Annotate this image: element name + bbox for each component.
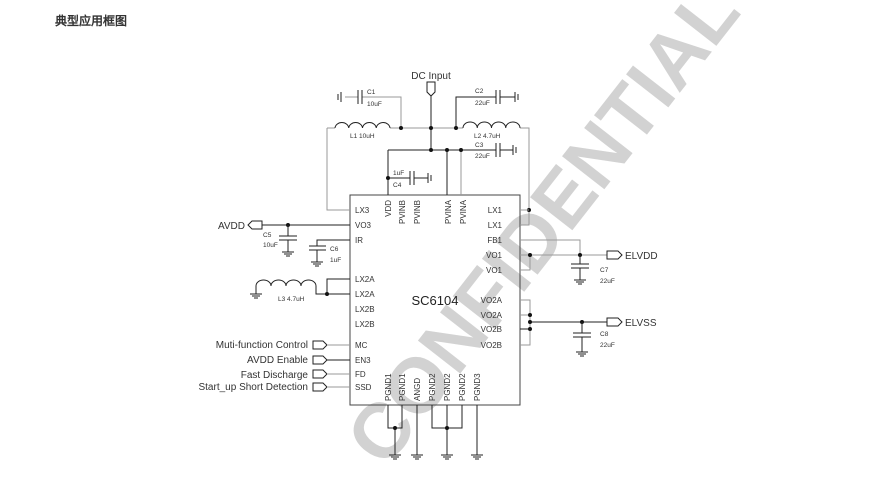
- pin-mc: MC: [355, 341, 368, 350]
- c1-name: C1: [367, 89, 376, 96]
- pin-pvina: PVINA: [459, 199, 468, 224]
- page-title: 典型应用框图: [55, 14, 128, 28]
- bottom-wiring: [387, 405, 483, 460]
- capacitor-c4: [409, 171, 432, 185]
- c6-value: 1uF: [330, 257, 341, 264]
- c2-name: C2: [475, 88, 484, 95]
- pin-vo2a: VO2A: [481, 296, 503, 305]
- capacitor-c1: [337, 90, 363, 104]
- pin-vo2a: VO2A: [481, 311, 503, 320]
- inductor-l2: [462, 121, 521, 129]
- pin-angd: ANGD: [413, 378, 422, 401]
- pin-fb1: FB1: [487, 236, 502, 245]
- chip-bottom-pins: PGND1 PGND1 ANGD PGND2 PGND2 PGND2 PGND3: [384, 373, 482, 401]
- avdd-connector: [247, 220, 263, 230]
- pin-en3: EN3: [355, 356, 371, 365]
- c2-value: 22uF: [475, 100, 490, 107]
- c7-name: C7: [600, 267, 609, 274]
- left-wiring: AVDD C5 10uF C6 1uF L3 4.7uH Muti-functi…: [198, 220, 350, 393]
- capacitor-c2: [495, 90, 519, 104]
- capacitor-c5: [279, 225, 297, 257]
- c4-value: 1uF: [393, 170, 404, 177]
- inductor-l1: [334, 122, 391, 129]
- pin-pgnd1: PGND1: [384, 373, 393, 401]
- capacitor-c3: [495, 143, 517, 157]
- pin-pvina: PVINA: [444, 199, 453, 224]
- pin-lx1: LX1: [488, 206, 503, 215]
- dc-input-connector: [426, 81, 436, 97]
- pin-lx1: LX1: [488, 221, 503, 230]
- pin-vo1: VO1: [486, 251, 503, 260]
- en3-port-label: AVDD Enable: [247, 355, 308, 366]
- mc-port-label: Muti-function Control: [216, 340, 308, 351]
- dc-input-label: DC Input: [411, 71, 451, 82]
- chip-name: SC6104: [412, 293, 459, 308]
- pin-lx3: LX3: [355, 206, 370, 215]
- c6-name: C6: [330, 246, 339, 253]
- pin-pgnd3: PGND3: [473, 373, 482, 401]
- pin-pgnd1: PGND1: [398, 373, 407, 401]
- capacitor-c7: [571, 255, 589, 285]
- c3-value: 22uF: [475, 153, 490, 160]
- l2-label: L2 4.7uH: [474, 133, 501, 140]
- avdd-label: AVDD: [218, 221, 245, 232]
- pin-pvinb: PVINB: [413, 200, 422, 224]
- inductor-l3: [255, 278, 350, 295]
- c8-name: C8: [600, 331, 609, 338]
- pin-lx2a: LX2A: [355, 290, 375, 299]
- c4-name: C4: [393, 182, 402, 189]
- capacitor-c6: [309, 239, 350, 267]
- pin-ssd: SSD: [355, 383, 372, 392]
- elvss-label: ELVSS: [625, 318, 657, 329]
- c5-name: C5: [263, 232, 272, 239]
- ssd-port-label: Start_up Short Detection: [198, 382, 308, 393]
- c5-value: 10uF: [263, 242, 278, 249]
- c3-name: C3: [475, 142, 484, 149]
- right-wiring: C7 22uF ELVDD C8 22uF ELVSS: [520, 224, 658, 357]
- pin-pvinb: PVINB: [398, 200, 407, 224]
- pin-vdd: VDD: [384, 200, 393, 217]
- pin-lx2b: LX2B: [355, 305, 375, 314]
- pin-vo2b: VO2B: [481, 325, 502, 334]
- elvdd-label: ELVDD: [625, 251, 658, 262]
- chip-top-pins: VDD PVINB PVINB PVINA PVINA: [384, 199, 468, 224]
- pin-vo3: VO3: [355, 221, 372, 230]
- chip-left-pins: LX3 VO3 IR LX2A LX2A LX2B LX2B MC EN3 FD…: [355, 206, 375, 392]
- l1-label: L1 10uH: [350, 133, 375, 140]
- top-wiring: DC Input L1 10uH L2 4.7uH C1 10uF C2 22u…: [326, 71, 531, 226]
- elvss-connector: [606, 317, 623, 327]
- capacitor-c8: [573, 322, 591, 357]
- pin-fd: FD: [355, 370, 366, 379]
- chip-right-pins: LX1 LX1 FB1 VO1 VO1 VO2A VO2A VO2B VO2B: [481, 206, 503, 350]
- pin-lx2a: LX2A: [355, 275, 375, 284]
- pin-vo1: VO1: [486, 266, 503, 275]
- c7-value: 22uF: [600, 278, 615, 285]
- pin-pgnd2: PGND2: [458, 373, 467, 401]
- c1-value: 10uF: [367, 101, 382, 108]
- pin-ir: IR: [355, 236, 363, 245]
- pin-lx2b: LX2B: [355, 320, 375, 329]
- pin-pgnd2: PGND2: [428, 373, 437, 401]
- fd-port-label: Fast Discharge: [241, 370, 309, 381]
- pin-pgnd2: PGND2: [443, 373, 452, 401]
- l3-label: L3 4.7uH: [278, 296, 305, 303]
- pin-vo2b: VO2B: [481, 341, 502, 350]
- c8-value: 22uF: [600, 342, 615, 349]
- elvdd-connector: [606, 250, 623, 260]
